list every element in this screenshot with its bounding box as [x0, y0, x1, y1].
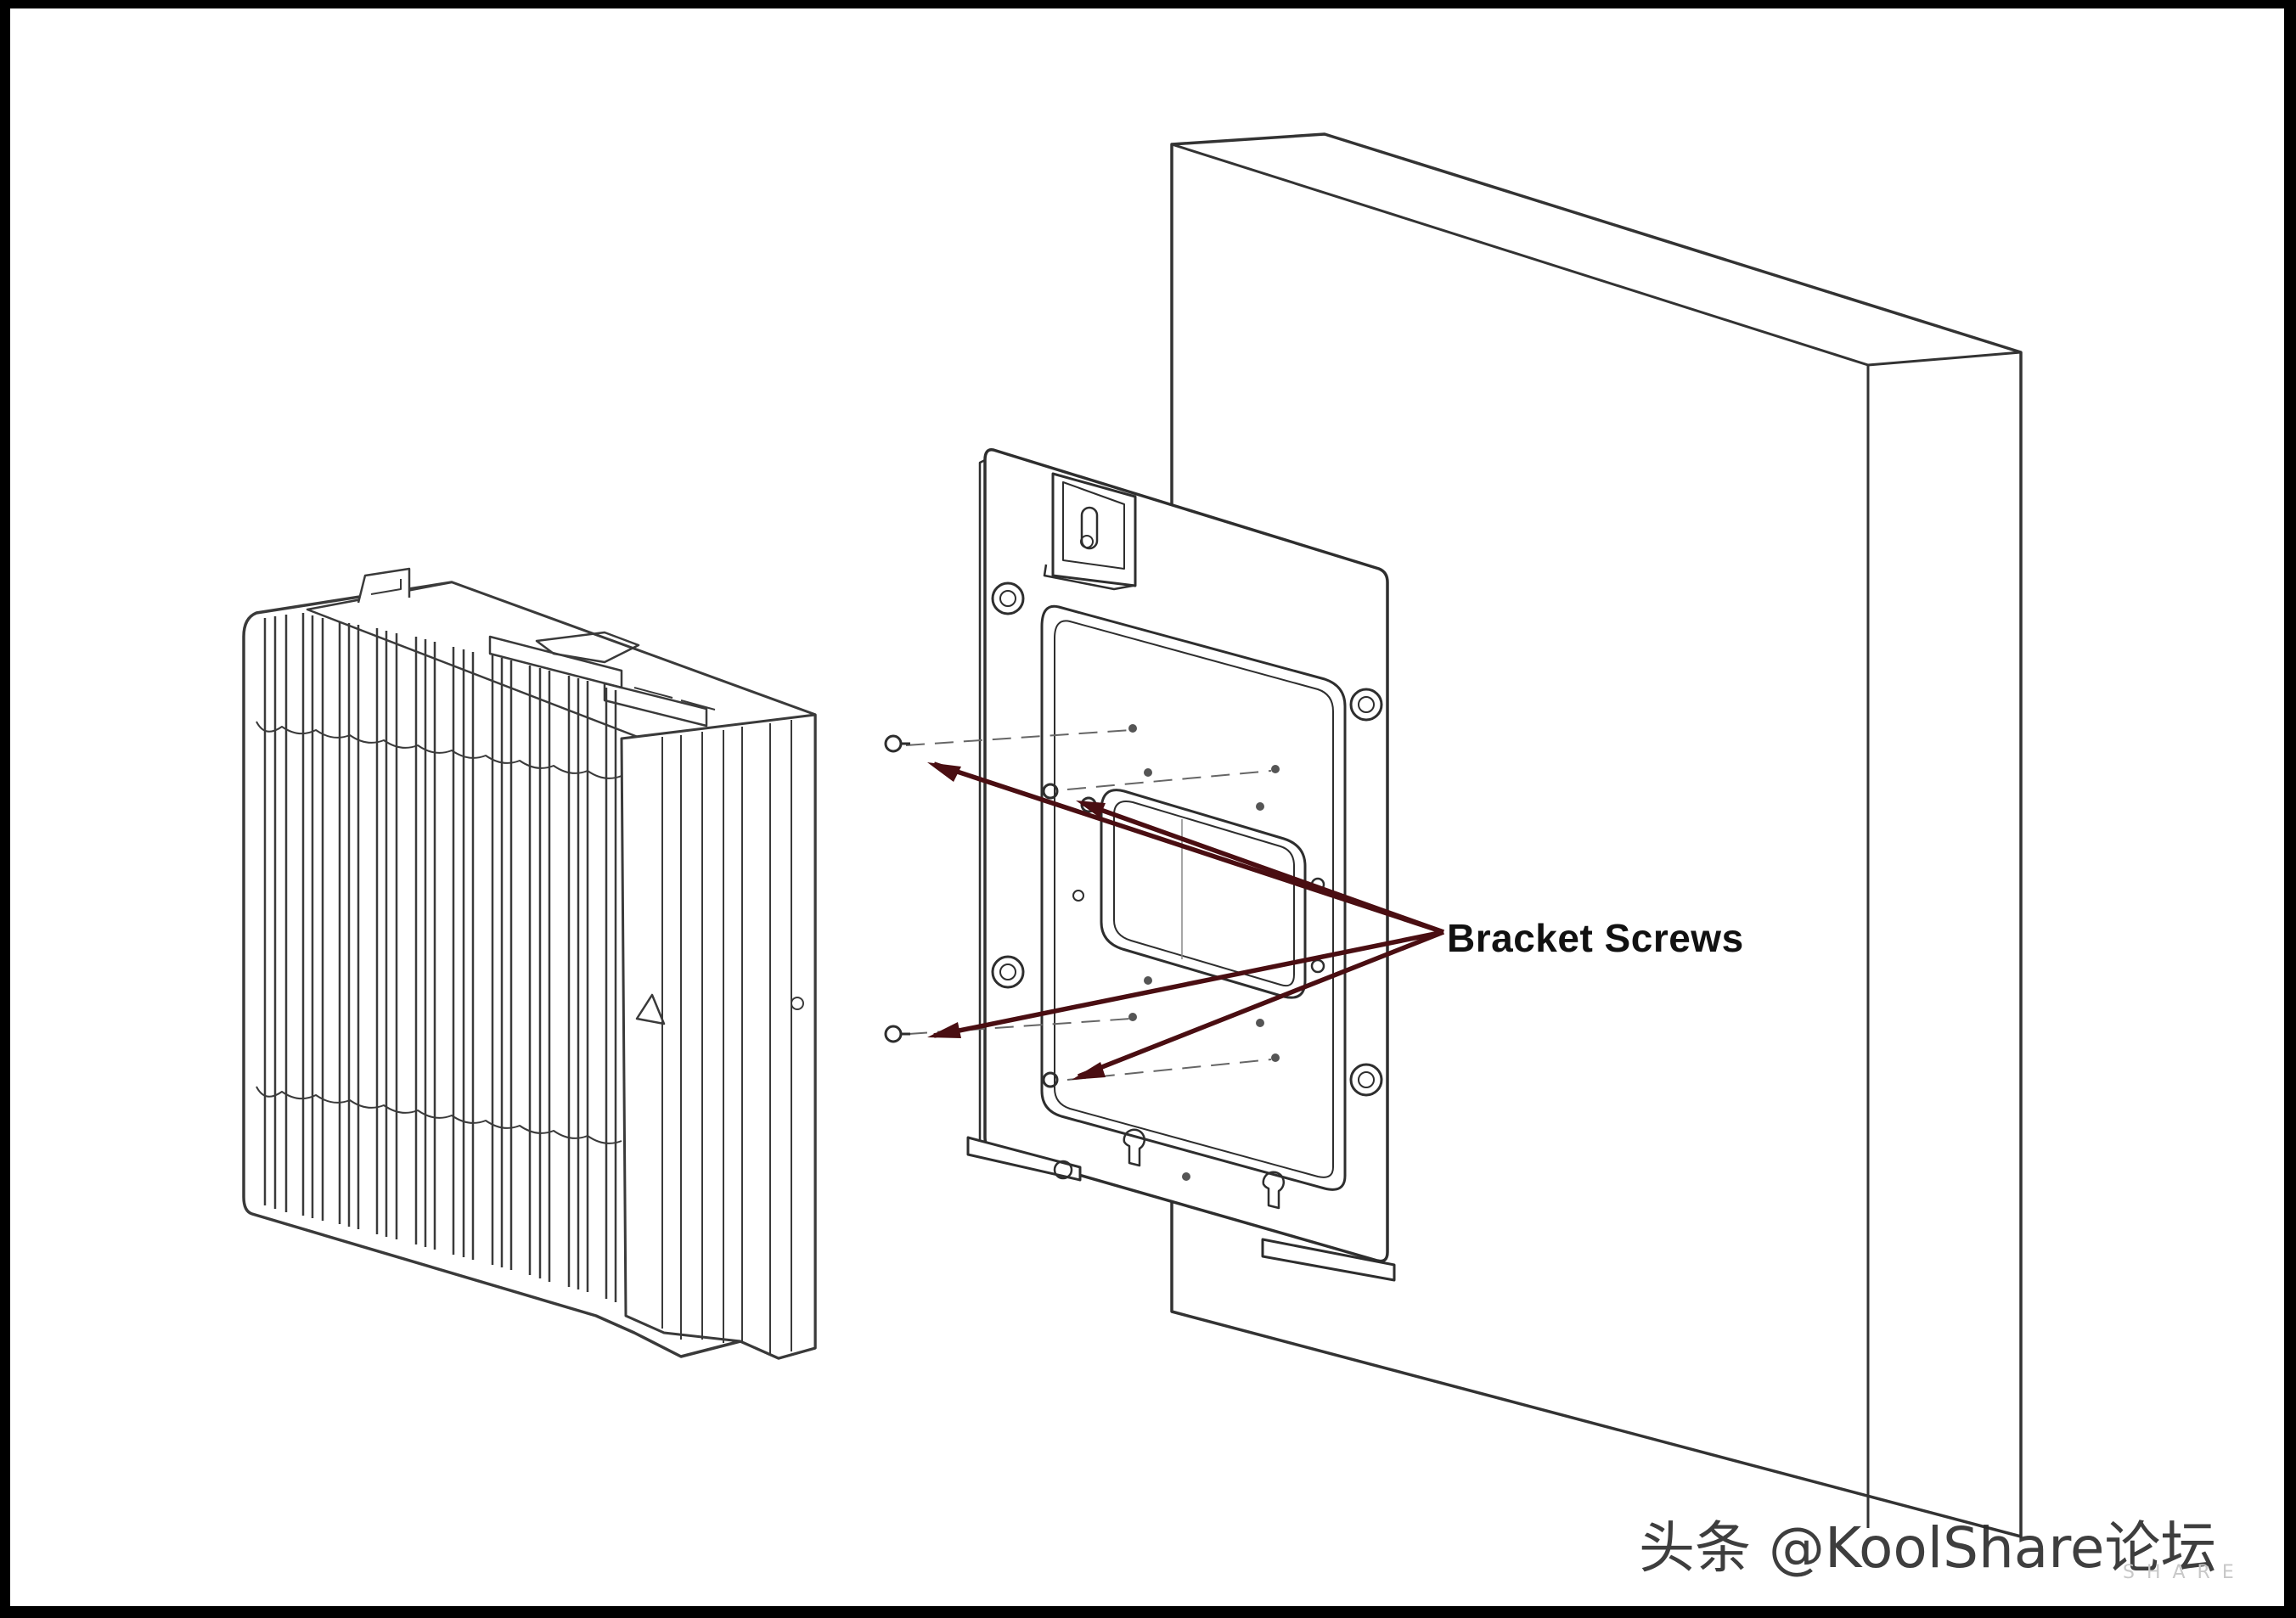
bracket-screws-callout — [927, 761, 1445, 1080]
keyhole-slots — [1123, 1128, 1285, 1210]
watermark-logo: SHARE — [2123, 1562, 2246, 1583]
bracket-standoffs — [991, 581, 1383, 1097]
bracket-screws-label: Bracket Screws — [1447, 916, 1744, 960]
mini-pc — [242, 567, 817, 1360]
front-face-detail — [661, 720, 792, 1354]
installation-drawing — [242, 132, 2023, 1538]
bracket-holes — [1128, 724, 1280, 1181]
mounting-bracket — [966, 448, 1396, 1282]
bracket-screws-loose — [884, 734, 910, 1043]
watermark: 头条 @KoolShare论坛 — [1639, 1515, 2217, 1581]
diagram-frame: Bracket Screws 头条 @KoolShare论坛 SHARE — [10, 8, 2284, 1606]
